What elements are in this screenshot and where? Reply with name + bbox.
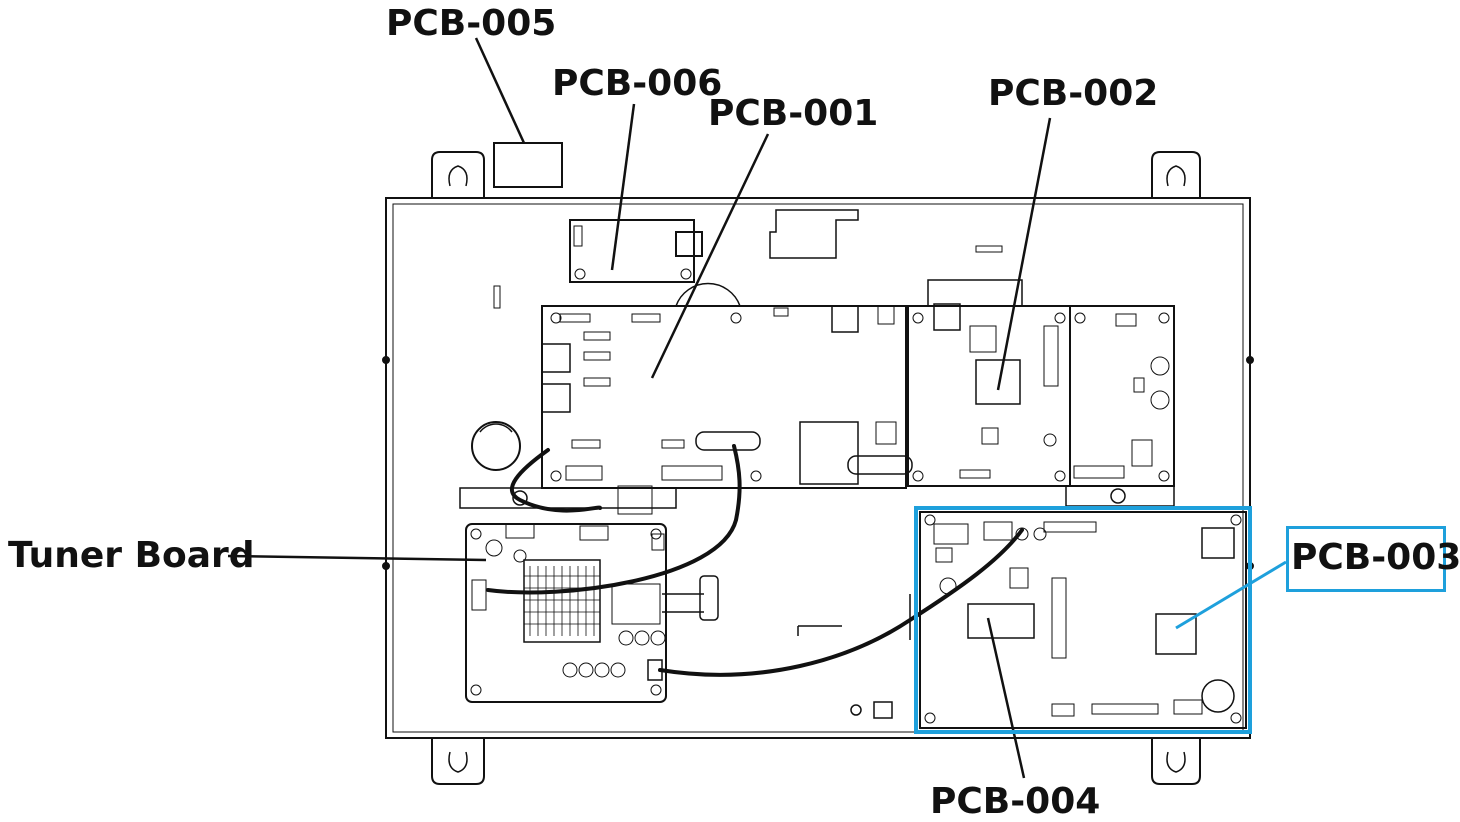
pcb-002-board <box>907 303 1071 487</box>
leader-pcb-003 <box>1175 560 1287 630</box>
pcb-001-board <box>541 282 913 489</box>
cable-tuner-to-main <box>486 444 742 595</box>
cable-tuner-to-pcb-003 <box>658 528 1024 677</box>
mounting-tab-bottom-left <box>431 738 485 785</box>
label-pcb-003: PCB-003 <box>1291 537 1460 578</box>
cable-main-loop <box>509 448 602 513</box>
mounting-tab-top-left <box>431 151 485 198</box>
leader-pcb-002 <box>996 117 1052 391</box>
leader-pcb-004 <box>986 617 1026 779</box>
pcb-right-board <box>1069 305 1175 487</box>
label-pcb-004: PCB-004 <box>930 781 1101 822</box>
pcb-003-callout-box <box>1286 526 1446 592</box>
label-tuner-board: Tuner Board <box>8 535 255 576</box>
leader-pcb-006 <box>610 103 636 271</box>
label-pcb-002: PCB-002 <box>988 73 1159 114</box>
label-pcb-006: PCB-006 <box>552 63 723 104</box>
leader-pcb-005 <box>474 37 526 144</box>
pcb-005-board <box>493 142 563 188</box>
pcb-003-board <box>919 511 1247 729</box>
mounting-tab-bottom-right <box>1151 738 1201 785</box>
label-pcb-001: PCB-001 <box>708 93 879 134</box>
enclosure-outline <box>385 197 1251 739</box>
leader-pcb-001 <box>650 133 770 379</box>
leader-tuner-board <box>227 554 487 562</box>
tuner-heatsink <box>524 566 600 636</box>
pcb-006-board <box>569 219 703 283</box>
pcb-003-highlight-frame <box>914 506 1252 734</box>
mounting-tab-top-right <box>1151 151 1201 198</box>
label-pcb-005: PCB-005 <box>386 3 557 44</box>
tuner-board <box>465 523 719 703</box>
